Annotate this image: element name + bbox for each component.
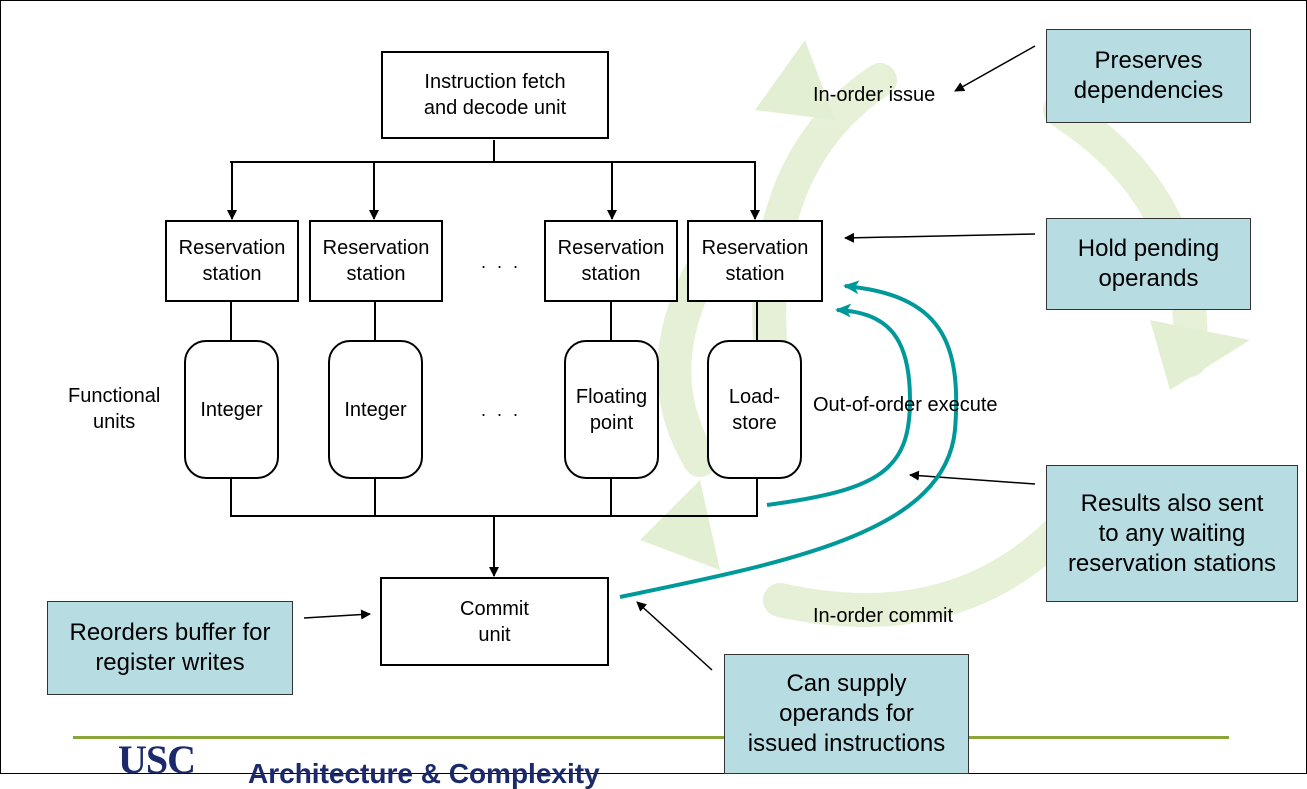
pointer-preserves <box>954 45 1036 92</box>
reservation-station-2: Reservation station <box>309 220 443 302</box>
commit-unit: Commit unit <box>380 577 609 666</box>
functional-unit-integer-2: Integer <box>328 340 423 479</box>
forward-path-execute <box>766 303 913 507</box>
functional-unit-floating-point: Floating point <box>564 340 659 479</box>
fu-ellipsis: . . . <box>481 400 522 420</box>
footer-rule <box>73 736 1229 739</box>
out-of-order-execute-label: Out-of-order execute <box>813 394 998 416</box>
fetch-decode-unit: Instruction fetch and decode unit <box>381 51 609 139</box>
pointer-can-supply <box>636 601 713 671</box>
in-order-issue-label: In-order issue <box>813 84 936 106</box>
forward-path-commit <box>619 280 959 599</box>
footer-title: Architecture & Complexity <box>248 758 600 789</box>
callout-preserves-dependencies: Preserves dependencies <box>1046 29 1251 123</box>
usc-logo: USC <box>118 737 196 782</box>
pointer-reorders <box>303 609 371 620</box>
rs-ellipsis: . . . <box>481 252 522 272</box>
reservation-station-1: Reservation station <box>165 220 299 302</box>
reservation-station-4: Reservation station <box>687 220 823 302</box>
in-order-commit-label: In-order commit <box>813 605 954 627</box>
functional-unit-integer-1: Integer <box>184 340 279 479</box>
callout-results-also-sent: Results also sent to any waiting reserva… <box>1046 465 1298 602</box>
functional-unit-load-store: Load- store <box>707 340 802 479</box>
callout-can-supply-operands: Can supply operands for issued instructi… <box>724 654 969 774</box>
pointer-hold-pending <box>844 232 1036 243</box>
pointer-results-sent <box>909 470 1036 485</box>
callout-hold-pending-operands: Hold pending operands <box>1046 218 1251 310</box>
callout-reorders-buffer: Reorders buffer for register writes <box>47 601 293 695</box>
reservation-station-3: Reservation station <box>544 220 678 302</box>
functional-units-label: Functional units <box>68 385 161 433</box>
